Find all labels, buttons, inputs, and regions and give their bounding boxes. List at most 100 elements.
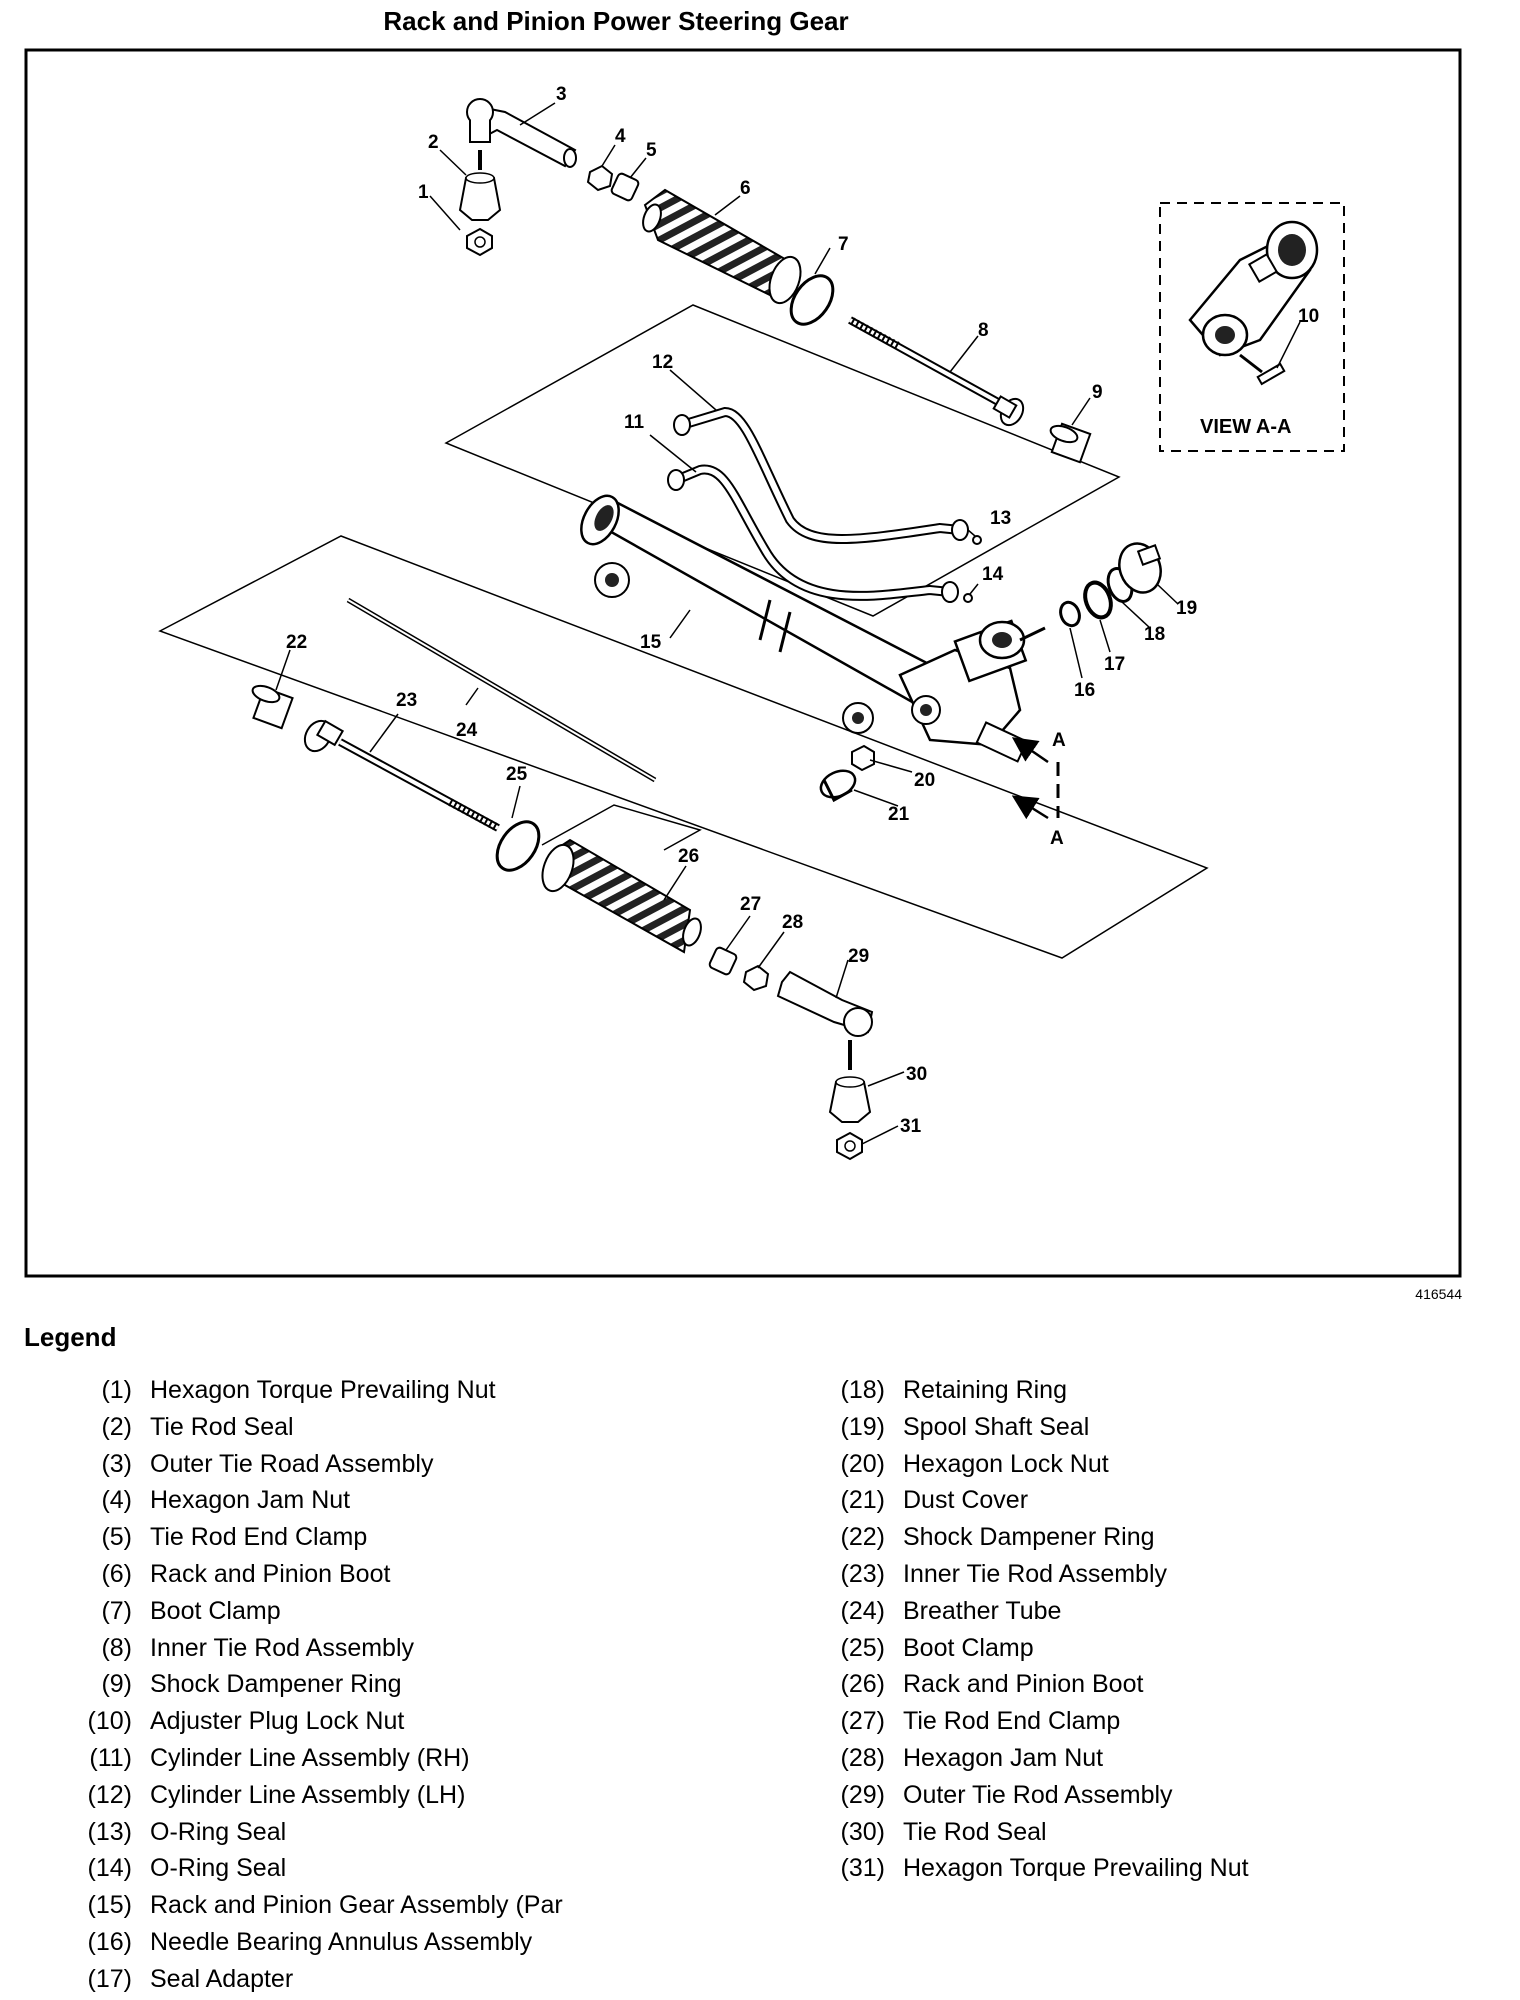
diagram-title: Rack and Pinion Power Steering Gear [383,6,849,36]
legend-item-label: Cylinder Line Assembly (RH) [150,1743,470,1772]
legend-item-number: (25) [840,1633,885,1662]
legend-item-number: (3) [101,1449,132,1478]
legend-item: (20) Hexagon Lock Nut [823,1446,1249,1483]
legend-item-number: (28) [840,1743,885,1772]
legend-item-label: Hexagon Lock Nut [903,1449,1109,1478]
legend-item-label: Cylinder Line Assembly (LH) [150,1780,466,1809]
part-7-boot-clamp [789,274,835,326]
callout-labels: 1 2 3 4 5 6 7 8 9 10 11 12 13 14 15 16 1… [286,84,1319,1137]
callout-6: 6 [740,178,751,199]
part-2-tie-rod-seal [458,150,502,221]
legend-item-number: (13) [87,1817,132,1846]
legend-item-number: (15) [87,1891,132,1920]
part-20-hex-lock-nut [851,744,875,772]
callout-21: 21 [888,804,910,825]
part-30-tie-rod-seal [828,1076,872,1123]
legend-item-number: (2) [101,1412,132,1441]
callout-18: 18 [1144,624,1165,645]
legend-item-number: (1) [101,1376,132,1404]
part-5-tie-rod-end-clamp [610,172,640,202]
legend-item-number: (12) [87,1780,132,1809]
legend-item-label: Breather Tube [903,1596,1062,1625]
legend-item-label: Rack and Pinion Boot [903,1670,1144,1699]
legend-item-number: (8) [101,1633,132,1662]
legend-item-number: (31) [840,1854,885,1883]
part-23-inner-tie-rod [303,719,500,832]
part-13-o-ring [972,535,982,545]
part-8-inner-tie-rod [848,316,1025,427]
legend-item: (25) Boot Clamp [823,1630,1249,1667]
part-31-hex-nut [836,1131,863,1161]
legend-item: (26)Rack and Pinion Boot [823,1666,1249,1703]
legend-item: (31) Hexagon Torque Prevailing Nut [823,1850,1249,1887]
exploded-view-diagram: 1 2 3 4 5 6 7 8 9 10 11 12 13 14 15 16 1… [24,48,1462,1278]
part-26-rack-pinion-boot [541,838,702,954]
legend-item-number: (16) [87,1927,132,1956]
callout-12: 12 [652,352,673,373]
legend-item-number: (14) [87,1854,132,1883]
legend-item-number: (20) [840,1449,885,1478]
legend-item: (23)Inner Tie Rod Assembly [823,1556,1249,1593]
legend-item: (13)O-Ring Seal [70,1814,563,1851]
view-a-a-box [1159,202,1345,452]
legend-item: (2)Tie Rod Seal [70,1409,563,1446]
part-17-seal-adapter [1083,580,1113,620]
callout-29: 29 [848,946,869,967]
callout-20: 20 [914,770,935,791]
callout-8: 8 [978,320,989,341]
callout-16: 16 [1074,680,1095,701]
legend-item: (19)Spool Shaft Seal [823,1409,1249,1446]
callout-22: 22 [286,632,307,653]
legend-item-number: (19) [840,1412,885,1441]
legend-item-label: Inner Tie Rod Assembly [903,1559,1168,1588]
legend-item-label: Tie Rod End Clamp [150,1523,368,1552]
callout-24: 24 [456,720,478,741]
callout-3: 3 [556,84,567,105]
part-12-cylinder-line-lh [673,406,969,544]
callout-27: 27 [740,894,761,915]
legend-item: (24)Breather Tube [823,1593,1249,1630]
group-outline-cylinder-lines [444,304,1121,617]
callout-2: 2 [428,132,439,153]
legend-item-label: Seal Adapter [150,1964,294,1993]
callout-14: 14 [982,564,1004,585]
legend-item-number: (7) [101,1596,132,1625]
group-outline-left-tie-rod [541,804,702,851]
legend-item-label: Hexagon Torque Prevailing Nut [903,1854,1249,1883]
legend-item: (7)Boot Clamp [70,1593,563,1630]
legend-column-left: (1)Hexagon Torque Prevailing Nut(2)Tie R… [70,1372,563,1998]
legend-item-label: Outer Tie Rod Assembly [903,1780,1173,1809]
legend-item-number: (6) [101,1559,132,1588]
legend-item-label: Hexagon Torque Prevailing Nut [150,1376,496,1404]
callout-4: 4 [615,126,626,147]
legend-item-number: (17) [87,1964,132,1993]
callout-7: 7 [838,234,849,255]
part-1-hex-nut [466,227,493,257]
legend-item: (30)Tie Rod Seal [823,1814,1249,1851]
legend-item-number: (4) [101,1486,132,1515]
legend-item-label: Adjuster Plug Lock Nut [150,1707,405,1736]
legend-item: (17) Seal Adapter [70,1961,563,1998]
legend-item: (15)Rack and Pinion Gear Assembly (Par [70,1887,563,1924]
callout-30: 30 [906,1064,927,1085]
legend-item-number: (5) [101,1523,132,1552]
legend-item: (28)Hexagon Jam Nut [823,1740,1249,1777]
legend-item-label: Boot Clamp [903,1633,1034,1662]
legend-item-label: O-Ring Seal [150,1854,287,1883]
legend-item: (5) Tie Rod End Clamp [70,1519,563,1556]
legend-item-number: (21) [840,1486,885,1515]
legend-item: (22)Shock Dampener Ring [823,1519,1249,1556]
part-4-jam-nut [586,164,614,192]
legend-item-label: Tie Rod End Clamp [903,1707,1121,1736]
part-9-shock-dampener-ring [1049,422,1092,464]
figure-id: 416544 [1415,1286,1462,1302]
callout-1: 1 [418,182,429,203]
section-arrow-upper [1011,737,1049,764]
legend-item-number: (10) [87,1707,132,1736]
legend-item: (10) Adjuster Plug Lock Nut [70,1703,563,1740]
leader-lines [275,102,1301,1145]
legend-item-label: Rack and Pinion Boot [150,1559,391,1588]
legend-item-label: Shock Dampener Ring [903,1523,1155,1552]
legend-item: (16)Needle Bearing Annulus Assembly [70,1924,563,1961]
part-14-o-ring [963,593,973,603]
